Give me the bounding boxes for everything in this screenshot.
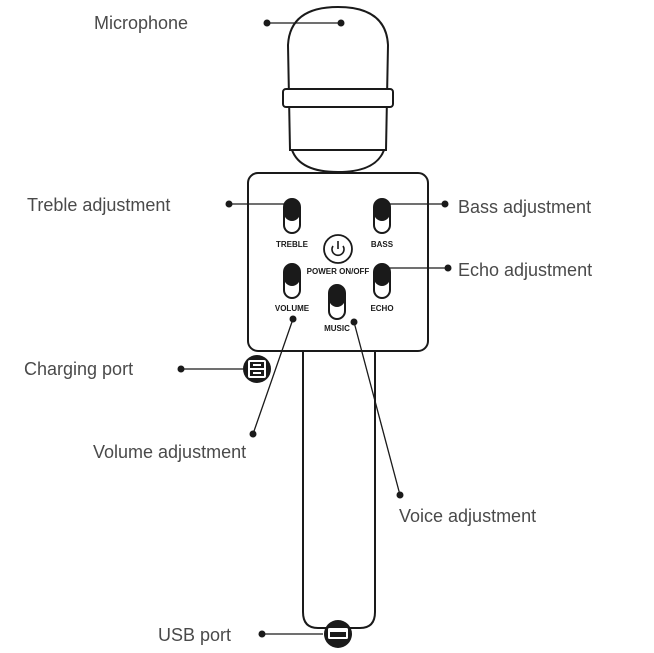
echo-callout: Echo adjustment <box>458 260 592 280</box>
charging-port-callout: Charging port <box>24 359 133 379</box>
power-button[interactable] <box>323 234 353 264</box>
music-label: MUSIC <box>324 324 350 333</box>
volume-switch[interactable] <box>283 263 301 299</box>
volume-label: VOLUME <box>275 304 310 313</box>
treble-callout: Treble adjustment <box>27 195 170 215</box>
usb-port[interactable] <box>324 620 352 648</box>
microphone-grille <box>286 5 390 151</box>
treble-label: TREBLE <box>276 240 309 249</box>
microphone-callout-line <box>263 19 345 27</box>
bass-callout: Bass adjustment <box>458 197 591 217</box>
echo-callout-line <box>382 264 452 272</box>
grille-neck <box>290 149 386 174</box>
bass-callout-line <box>382 200 449 208</box>
usb-callout-line <box>258 630 323 638</box>
power-label: POWER ON/OFF <box>307 267 370 276</box>
grille-band <box>282 88 394 108</box>
bass-label: BASS <box>371 240 394 249</box>
bass-switch[interactable] <box>373 198 391 234</box>
voice-callout: Voice adjustment <box>399 506 536 526</box>
volume-callout-line <box>249 315 297 438</box>
power-icon <box>331 245 345 257</box>
microphone-callout: Microphone <box>94 13 188 33</box>
usb-port-callout: USB port <box>158 625 231 645</box>
volume-callout: Volume adjustment <box>93 442 246 462</box>
handle <box>302 349 376 629</box>
music-switch[interactable] <box>328 284 346 320</box>
echo-switch[interactable] <box>373 263 391 299</box>
voice-callout-line <box>350 318 404 499</box>
charging-port[interactable] <box>243 355 271 383</box>
treble-callout-line <box>225 200 288 208</box>
echo-label: ECHO <box>370 304 393 313</box>
charging-callout-line <box>177 365 243 373</box>
